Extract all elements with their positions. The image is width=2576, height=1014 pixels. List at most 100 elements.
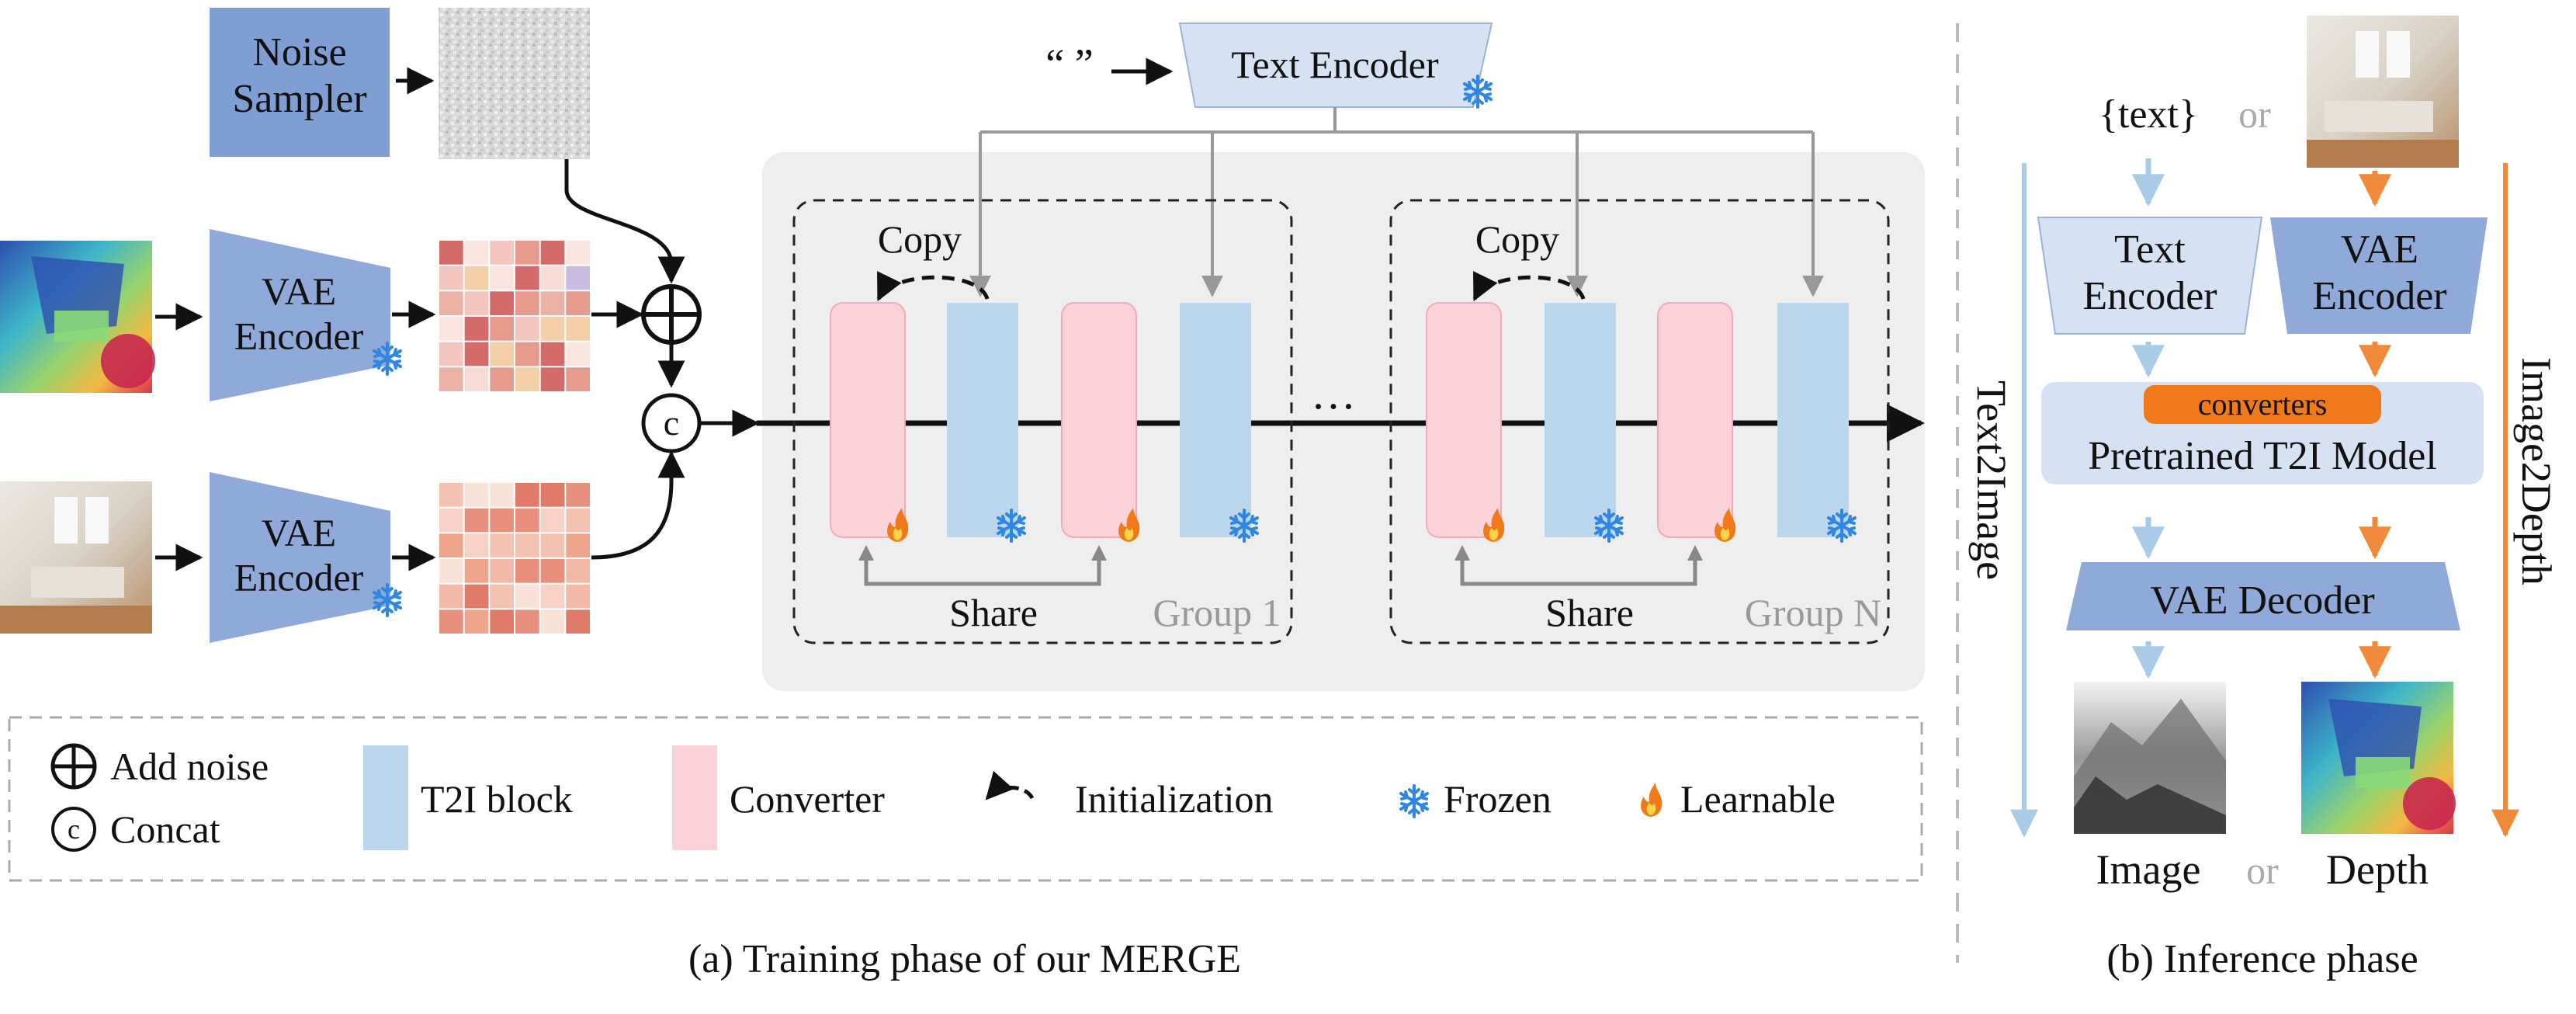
latent-cell (566, 508, 590, 533)
latent-cell (439, 483, 463, 507)
svg-text:c: c (664, 403, 679, 443)
output-image-label: Image (2096, 846, 2201, 893)
latent-cell (566, 559, 590, 583)
legend-initialization-icon (985, 770, 1035, 800)
latent-cell (515, 584, 539, 609)
legend-frozen: Frozen (1444, 777, 1551, 821)
latent-cell (490, 508, 514, 533)
copy-label-1: Copy (878, 217, 962, 261)
copy-arrow-2 (1472, 271, 1586, 302)
latent-cell (490, 533, 514, 557)
text2image-side-label: Text2Image (1968, 380, 2015, 580)
converter-block-1b (1061, 302, 1137, 538)
latent-cell (439, 367, 463, 391)
latent-grid-depth (439, 241, 590, 391)
latent-cell (566, 317, 590, 341)
depth-input-image (0, 241, 155, 393)
legend-flame-icon (1641, 783, 1662, 817)
latent-cell (515, 483, 539, 507)
latent-cell (566, 266, 590, 290)
latent-grid-image (439, 483, 590, 634)
share-arrow-2 (1460, 553, 1697, 586)
latent-cell (515, 291, 539, 315)
legend-initialization: Initialization (1075, 777, 1273, 821)
output-depth-label: Depth (2326, 846, 2429, 893)
image2depth-side-label: Image2Depth (2513, 357, 2560, 585)
pretrained-model-label: Pretrained T2I Model (2088, 434, 2437, 478)
output-ink-image (2074, 682, 2226, 834)
latent-cell (540, 367, 565, 391)
legend-frame (8, 716, 1923, 882)
training-caption: (a) Training phase of our MERGE (688, 937, 1241, 981)
arrow-noise-to-add (564, 159, 685, 284)
converters-label: converters (2198, 387, 2328, 422)
latent-cell (464, 483, 489, 507)
latent-cell (515, 342, 539, 366)
latent-cell (515, 559, 539, 583)
latent-cell (515, 266, 539, 290)
latent-cell (540, 609, 565, 634)
latent-cell (464, 266, 489, 290)
latent-cell (566, 533, 590, 557)
share-label-1: Share (949, 591, 1038, 634)
legend-t2i-swatch (363, 745, 408, 850)
legend-concat-icon: c (51, 807, 96, 852)
latent-cell (439, 533, 463, 557)
latent-cell (439, 584, 463, 609)
latent-cell (490, 342, 514, 366)
latent-cell (540, 559, 565, 583)
share-arrow-1 (864, 553, 1101, 586)
latent-cell (515, 508, 539, 533)
latent-cell (439, 291, 463, 315)
room-input-image (0, 481, 152, 634)
group-1-label: Group 1 (1153, 591, 1281, 634)
t2i-block-nb (1777, 303, 1849, 537)
latent-cell (515, 533, 539, 557)
t2i-block-1a (947, 303, 1018, 537)
latent-cell (464, 533, 489, 557)
inference-vae-encoder (2270, 217, 2488, 334)
latent-cell (439, 559, 463, 583)
group-n-frame (1389, 199, 1890, 644)
group-1-frame (792, 199, 1293, 644)
latent-cell (464, 508, 489, 533)
noise-image (439, 8, 590, 159)
vae-encoder-top (210, 229, 390, 401)
converter-block-nb (1657, 302, 1733, 538)
legend-add-noise: Add noise (110, 745, 269, 788)
latent-cell (540, 342, 565, 366)
latent-cell (515, 609, 539, 634)
latent-cell (439, 342, 463, 366)
concat-symbol: c (641, 393, 702, 453)
t2i-block-1b (1180, 303, 1251, 537)
latent-cell (464, 559, 489, 583)
converter-block-1a (830, 302, 906, 538)
latent-cell (566, 241, 590, 265)
latent-cell (515, 317, 539, 341)
group-n-label: Group N (1745, 591, 1881, 634)
noise-sampler-box (210, 8, 390, 157)
latent-cell (490, 266, 514, 290)
latent-cell (540, 483, 565, 507)
latent-cell (540, 241, 565, 265)
latent-cell (490, 317, 514, 341)
share-label-2: Share (1545, 591, 1634, 634)
text-prompt: “ ” (1045, 40, 1093, 87)
inference-text-encoder (2037, 217, 2263, 335)
legend-t2i-block: T2I block (421, 777, 573, 821)
latent-cell (490, 609, 514, 634)
latent-cell (490, 241, 514, 265)
latent-cell (490, 584, 514, 609)
copy-label-2: Copy (1475, 217, 1559, 261)
text-encoder-label: Text Encoder (1231, 43, 1439, 86)
t2i-block-na (1545, 303, 1616, 537)
inference-vae-decoder (2066, 562, 2460, 630)
latent-cell (439, 609, 463, 634)
text-embedding-connectors (969, 107, 1824, 297)
